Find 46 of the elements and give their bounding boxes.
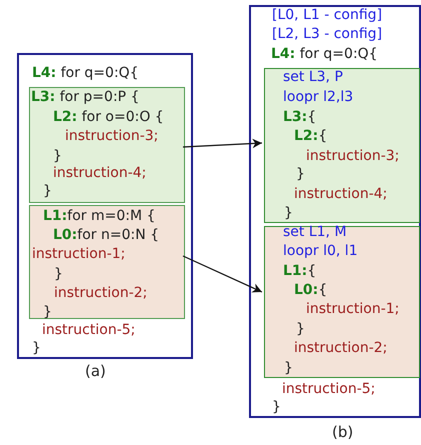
code-line: L1:{ — [283, 262, 316, 280]
code-line: loopr l0, l1 — [283, 242, 358, 260]
code-line: L4: for q=0:Q{ — [271, 45, 378, 63]
code-line: [L2, L3 - config] — [272, 25, 382, 43]
code-block — [264, 226, 420, 378]
code-line: L3: for p=0:P { — [31, 88, 140, 106]
code-line: } — [43, 182, 52, 200]
code-line: set L3, P — [283, 68, 343, 86]
code-line: L0:{ — [294, 281, 328, 299]
panel-label: (b) — [332, 423, 354, 441]
code-line: instruction-1; — [32, 245, 126, 263]
code-line: instruction-2; — [294, 339, 388, 357]
code-line: instruction-1; — [306, 300, 400, 318]
code-block — [29, 205, 185, 319]
code-line: } — [272, 398, 281, 416]
code-line: loopr l2,l3 — [283, 88, 354, 106]
code-line: L3:{ — [283, 108, 316, 126]
code-line: } — [296, 320, 305, 338]
code-line: instruction-2; — [54, 284, 148, 302]
code-line: L0:for n=0:N { — [53, 226, 160, 244]
code-line: instruction-5; — [42, 321, 136, 339]
code-line: instruction-3; — [306, 147, 400, 165]
code-line: instruction-3; — [65, 127, 158, 145]
code-line: } — [54, 265, 63, 283]
code-line: [L0, L1 - config] — [272, 6, 382, 24]
code-line: } — [284, 204, 293, 222]
code-block — [17, 53, 193, 359]
code-line: instruction-4; — [53, 164, 146, 182]
arrow — [182, 138, 262, 148]
code-block — [249, 5, 421, 418]
code-line: instruction-4; — [294, 185, 388, 203]
code-line: instruction-5; — [282, 380, 376, 398]
code-line: } — [296, 165, 305, 183]
code-line: set L1, M — [283, 223, 347, 241]
arrow — [182, 255, 262, 293]
code-line: } — [32, 339, 41, 357]
code-line: } — [53, 147, 62, 165]
panel-label: (a) — [85, 362, 106, 380]
code-line: L2:{ — [294, 127, 328, 145]
code-line: L2: for o=0:O { — [53, 108, 164, 126]
code-line: L1:for m=0:M { — [43, 207, 156, 225]
code-block — [29, 87, 185, 203]
code-line: } — [43, 303, 52, 321]
code-block — [264, 68, 420, 223]
code-line: } — [284, 359, 293, 377]
code-line: L4: for q=0:Q{ — [32, 64, 139, 82]
